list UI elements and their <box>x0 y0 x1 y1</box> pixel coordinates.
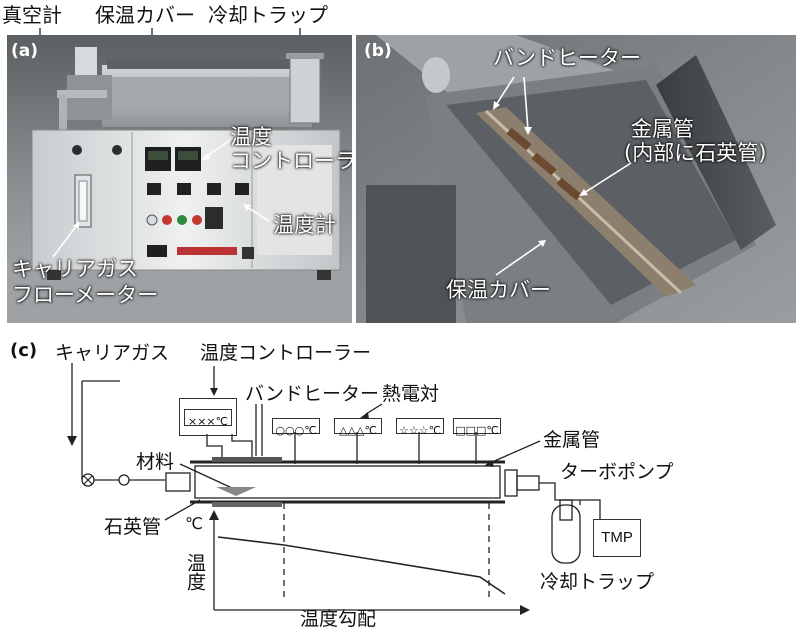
label-x-axis: 温度勾配 <box>300 608 377 630</box>
label-carrier-gas-line2: フローメーター <box>12 283 159 307</box>
panel-b-arrows <box>493 76 632 276</box>
equipment-illustration <box>7 35 352 323</box>
photo-panel-b: (b) バンドヒーター 金属管 (内部に石英管) 保温カバー <box>356 35 796 323</box>
panel-b-letter: (b) <box>364 41 392 61</box>
label-temp-controller-diagram: 温度コントローラー <box>200 342 372 364</box>
label-insulation-cover: 保温カバー <box>95 3 195 27</box>
panel-a-letter: (a) <box>11 41 39 61</box>
thermocouple-readout-3: ☆☆☆℃ <box>396 418 444 437</box>
label-temp-controller-line2: コントローラー <box>230 149 352 173</box>
controller-display: ×××℃ <box>184 409 232 428</box>
label-turbo-pump: ターボポンプ <box>560 461 674 483</box>
flow-meter-symbol <box>118 474 130 486</box>
photo-panel-a: (a) 温度 コントローラー 温度計 キャリアガス フローメーター <box>7 35 352 323</box>
label-band-heater-diagram: バンドヒーター <box>245 383 379 405</box>
label-insulation-cover-photo: 保温カバー <box>446 278 551 302</box>
label-y-axis: 温度 <box>184 553 206 591</box>
label-degree-unit: ℃ <box>185 514 203 533</box>
label-metal-tube-line2: (内部に石英管) <box>624 141 767 165</box>
furnace-open-illustration <box>356 35 796 323</box>
label-material: 材料 <box>136 451 175 473</box>
x-axis-arrow <box>520 605 530 615</box>
tmp-label: TMP <box>601 529 633 546</box>
label-metal-tube-line1: 金属管 <box>631 117 694 141</box>
panel-a-arrows <box>52 140 270 258</box>
band-heater-top <box>212 457 282 462</box>
label-metal-tube-diagram: 金属管 <box>543 429 601 451</box>
thermocouple-readout-2: △△△℃ <box>334 418 382 437</box>
label-vacuum-gauge: 真空計 <box>2 3 62 27</box>
label-carrier-gas-line1: キャリアガス <box>12 257 138 281</box>
label-thermometer: 温度計 <box>273 213 336 237</box>
label-carrier-gas-diagram: キャリアガス <box>55 342 170 364</box>
label-temp-controller-line1: 温度 <box>230 125 272 149</box>
label-cold-trap: 冷却トラップ <box>208 3 328 27</box>
temp-controller-box: ×××℃ <box>179 398 237 436</box>
label-thermocouple: 熱電対 <box>382 383 440 405</box>
y-axis-arrow <box>209 510 219 520</box>
tmp-box: TMP <box>593 519 641 557</box>
material-boat <box>216 487 256 496</box>
thermocouple-readout-1: ○○○℃ <box>272 418 320 437</box>
label-cold-trap-diagram: 冷却トラップ <box>540 571 655 593</box>
label-band-heater-photo: バンドヒーター <box>493 46 642 70</box>
arrow-gas-down <box>67 436 77 446</box>
label-quartz-tube: 石英管 <box>104 516 162 538</box>
band-heater-bottom <box>212 502 282 507</box>
panel-c-letter: (c) <box>10 340 38 361</box>
thermocouple-readout-4: □□□℃ <box>453 418 501 437</box>
temperature-curve <box>217 536 506 595</box>
